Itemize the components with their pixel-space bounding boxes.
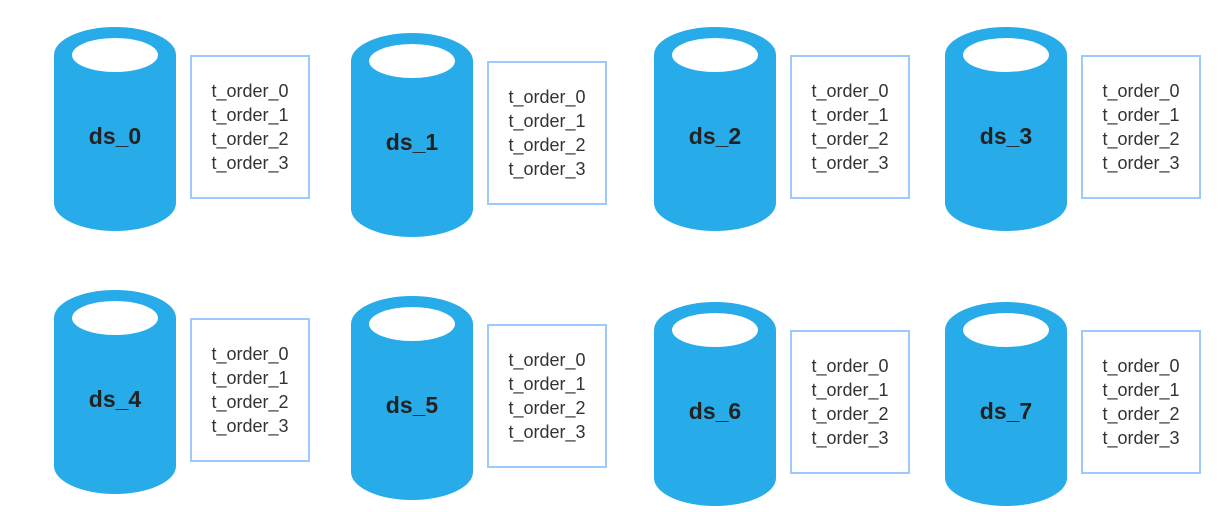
table-list: t_order_0 t_order_1 t_order_2 t_order_3 bbox=[1081, 55, 1201, 199]
datasource-group: ds_4 t_order_0 t_order_1 t_order_2 t_ord… bbox=[54, 290, 324, 500]
table-name: t_order_0 bbox=[811, 356, 889, 376]
table-name: t_order_1 bbox=[1102, 380, 1180, 400]
database-cylinder-icon: ds_1 bbox=[351, 33, 473, 237]
table-name: t_order_3 bbox=[211, 153, 289, 173]
table-list: t_order_0 t_order_1 t_order_2 t_order_3 bbox=[487, 61, 607, 205]
table-name: t_order_2 bbox=[811, 129, 889, 149]
table-name: t_order_1 bbox=[811, 105, 889, 125]
table-name: t_order_3 bbox=[811, 153, 889, 173]
table-name: t_order_2 bbox=[811, 404, 889, 424]
table-name: t_order_2 bbox=[1102, 129, 1180, 149]
database-cylinder-icon: ds_0 bbox=[54, 27, 176, 231]
datasource-name: ds_5 bbox=[385, 392, 439, 418]
table-name: t_order_0 bbox=[508, 87, 586, 107]
table-name: t_order_0 bbox=[811, 81, 889, 101]
datasource-group: ds_0 t_order_0 t_order_1 t_order_2 t_ord… bbox=[54, 27, 324, 237]
table-name: t_order_3 bbox=[1102, 153, 1180, 173]
table-name: t_order_2 bbox=[1102, 404, 1180, 424]
table-name: t_order_3 bbox=[211, 416, 289, 436]
table-name: t_order_0 bbox=[508, 350, 586, 370]
table-name: t_order_3 bbox=[508, 422, 586, 442]
datasource-group: ds_7 t_order_0 t_order_1 t_order_2 t_ord… bbox=[945, 302, 1215, 512]
table-list: t_order_0 t_order_1 t_order_2 t_order_3 bbox=[790, 55, 910, 199]
table-name: t_order_3 bbox=[508, 159, 586, 179]
datasource-group: ds_2 t_order_0 t_order_1 t_order_2 t_ord… bbox=[654, 27, 924, 237]
table-name: t_order_1 bbox=[811, 380, 889, 400]
datasource-group: ds_6 t_order_0 t_order_1 t_order_2 t_ord… bbox=[654, 302, 924, 512]
database-cylinder-icon: ds_7 bbox=[945, 302, 1067, 506]
table-name: t_order_2 bbox=[211, 129, 289, 149]
table-name: t_order_0 bbox=[211, 344, 289, 364]
table-name: t_order_1 bbox=[1102, 105, 1180, 125]
datasource-name: ds_7 bbox=[979, 398, 1033, 424]
table-name: t_order_1 bbox=[508, 111, 586, 131]
datasource-name: ds_1 bbox=[385, 129, 439, 155]
table-list: t_order_0 t_order_1 t_order_2 t_order_3 bbox=[1081, 330, 1201, 474]
table-name: t_order_1 bbox=[211, 105, 289, 125]
datasource-group: ds_5 t_order_0 t_order_1 t_order_2 t_ord… bbox=[351, 296, 621, 506]
datasource-group: ds_3 t_order_0 t_order_1 t_order_2 t_ord… bbox=[945, 27, 1215, 237]
datasource-group: ds_1 t_order_0 t_order_1 t_order_2 t_ord… bbox=[351, 33, 621, 243]
table-list: t_order_0 t_order_1 t_order_2 t_order_3 bbox=[190, 318, 310, 462]
database-cylinder-icon: ds_3 bbox=[945, 27, 1067, 231]
datasource-name: ds_6 bbox=[688, 398, 742, 424]
table-name: t_order_1 bbox=[508, 374, 586, 394]
table-name: t_order_3 bbox=[1102, 428, 1180, 448]
table-name: t_order_3 bbox=[811, 428, 889, 448]
datasource-name: ds_4 bbox=[88, 386, 142, 412]
datasource-name: ds_3 bbox=[979, 123, 1033, 149]
table-list: t_order_0 t_order_1 t_order_2 t_order_3 bbox=[190, 55, 310, 199]
table-name: t_order_2 bbox=[211, 392, 289, 412]
datasource-name: ds_0 bbox=[88, 123, 142, 149]
table-name: t_order_2 bbox=[508, 135, 586, 155]
table-name: t_order_0 bbox=[1102, 81, 1180, 101]
table-name: t_order_0 bbox=[211, 81, 289, 101]
database-cylinder-icon: ds_4 bbox=[54, 290, 176, 494]
database-cylinder-icon: ds_6 bbox=[654, 302, 776, 506]
table-name: t_order_1 bbox=[211, 368, 289, 388]
table-list: t_order_0 t_order_1 t_order_2 t_order_3 bbox=[487, 324, 607, 468]
table-list: t_order_0 t_order_1 t_order_2 t_order_3 bbox=[790, 330, 910, 474]
datasource-name: ds_2 bbox=[688, 123, 742, 149]
table-name: t_order_2 bbox=[508, 398, 586, 418]
database-cylinder-icon: ds_5 bbox=[351, 296, 473, 500]
database-cylinder-icon: ds_2 bbox=[654, 27, 776, 231]
table-name: t_order_0 bbox=[1102, 356, 1180, 376]
